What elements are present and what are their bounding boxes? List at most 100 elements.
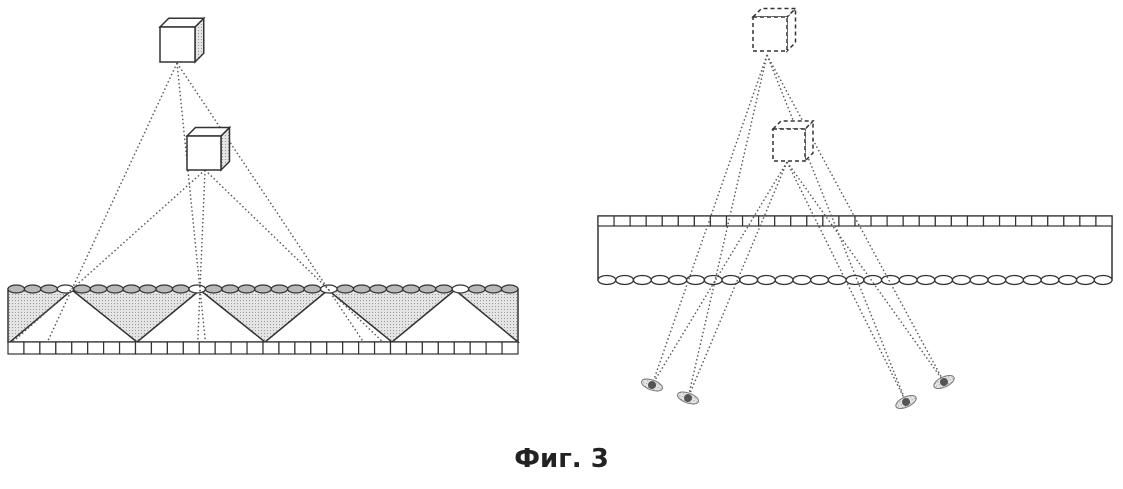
microlens xyxy=(1006,276,1024,285)
microlens xyxy=(8,285,24,293)
microlens xyxy=(304,285,320,293)
pixel-cell xyxy=(167,342,183,354)
microlens xyxy=(41,285,57,293)
pixel-cell xyxy=(136,342,152,354)
microlens xyxy=(255,285,271,293)
virtual-object-cube-near xyxy=(773,121,813,161)
pixel-cell xyxy=(678,216,694,226)
microlens xyxy=(828,276,846,285)
pixel-cell xyxy=(903,216,919,226)
microlens xyxy=(370,285,386,293)
pixel-cell xyxy=(935,216,951,226)
microlens xyxy=(90,285,106,293)
microlens xyxy=(469,285,485,293)
microlens xyxy=(156,285,172,293)
right-display-diagram xyxy=(598,9,1112,412)
pixel-cell xyxy=(56,342,72,354)
virtual-object-cube-far xyxy=(160,18,204,62)
pixel-cell xyxy=(1080,216,1096,226)
pixel-cell xyxy=(72,342,88,354)
microlens xyxy=(1077,276,1095,285)
microlens xyxy=(704,276,722,285)
microlens xyxy=(189,285,205,293)
pixel-cell xyxy=(839,216,855,226)
pixel-cell xyxy=(247,342,263,354)
cube-top xyxy=(773,121,813,129)
pixel-cell xyxy=(454,342,470,354)
cube-front xyxy=(773,129,805,161)
pixel-cell xyxy=(311,342,327,354)
microlens xyxy=(436,285,452,293)
microlens xyxy=(222,285,238,293)
pixel-cell xyxy=(887,216,903,226)
pixel-cell xyxy=(614,216,630,226)
pixel-cell xyxy=(1032,216,1048,226)
figure-caption: Фиг. 3 xyxy=(0,444,1123,474)
microlens xyxy=(452,285,468,293)
microlens xyxy=(1059,276,1077,285)
microlens xyxy=(107,285,123,293)
cube-front xyxy=(160,27,195,62)
microlens xyxy=(952,276,970,285)
pixel-cell xyxy=(231,342,247,354)
pixel-cell xyxy=(759,216,775,226)
microlens xyxy=(288,285,304,293)
pixel-cell xyxy=(807,216,823,226)
microlens xyxy=(669,276,687,285)
pixel-cell xyxy=(871,216,887,226)
microlens xyxy=(846,276,864,285)
pixel-cell xyxy=(327,342,343,354)
pixel-cell xyxy=(984,216,1000,226)
pixel-cell xyxy=(598,216,614,226)
microlens xyxy=(74,285,90,293)
pixel-cell xyxy=(422,342,438,354)
pixel-cell xyxy=(951,216,967,226)
pixel-cell xyxy=(215,342,231,354)
eye-icon xyxy=(894,393,918,411)
microlens xyxy=(899,276,917,285)
pixel-cell xyxy=(183,342,199,354)
microlens xyxy=(882,276,900,285)
pixel-cell xyxy=(694,216,710,226)
microlens xyxy=(140,285,156,293)
pixel-cell xyxy=(486,342,502,354)
pixel-cell xyxy=(967,216,983,226)
microlens xyxy=(1094,276,1112,285)
cube-front xyxy=(187,136,221,170)
pixel-cell xyxy=(791,216,807,226)
microlens xyxy=(616,276,634,285)
pixel-cell xyxy=(295,342,311,354)
microlens xyxy=(988,276,1006,285)
microlens xyxy=(651,276,669,285)
microlens xyxy=(123,285,139,293)
pixel-cell xyxy=(662,216,678,226)
virtual-object-cube-far xyxy=(753,9,796,52)
microlens xyxy=(238,285,254,293)
pixel-cell xyxy=(438,342,454,354)
pixel-cell xyxy=(151,342,167,354)
eye-icon xyxy=(640,377,664,394)
microlens xyxy=(205,285,221,293)
pixel-cell xyxy=(1000,216,1016,226)
pixel-cell xyxy=(263,342,279,354)
microlens xyxy=(173,285,189,293)
pixel-cell xyxy=(391,342,407,354)
microlens xyxy=(419,285,435,293)
cube-top xyxy=(160,18,204,27)
pixel-cell xyxy=(359,342,375,354)
microlens xyxy=(935,276,953,285)
pixel-cell xyxy=(630,216,646,226)
microlens xyxy=(970,276,988,285)
pixel-cell xyxy=(470,342,486,354)
pixel-cell xyxy=(646,216,662,226)
pixel-cell xyxy=(1048,216,1064,226)
pixel-cell xyxy=(8,342,24,354)
pixel-cell xyxy=(279,342,295,354)
microlens xyxy=(24,285,40,293)
pixel-cell xyxy=(24,342,40,354)
pixel-cell xyxy=(1064,216,1080,226)
pixel-cell xyxy=(40,342,56,354)
pixel-cell xyxy=(199,342,215,354)
pixel-cell xyxy=(104,342,120,354)
